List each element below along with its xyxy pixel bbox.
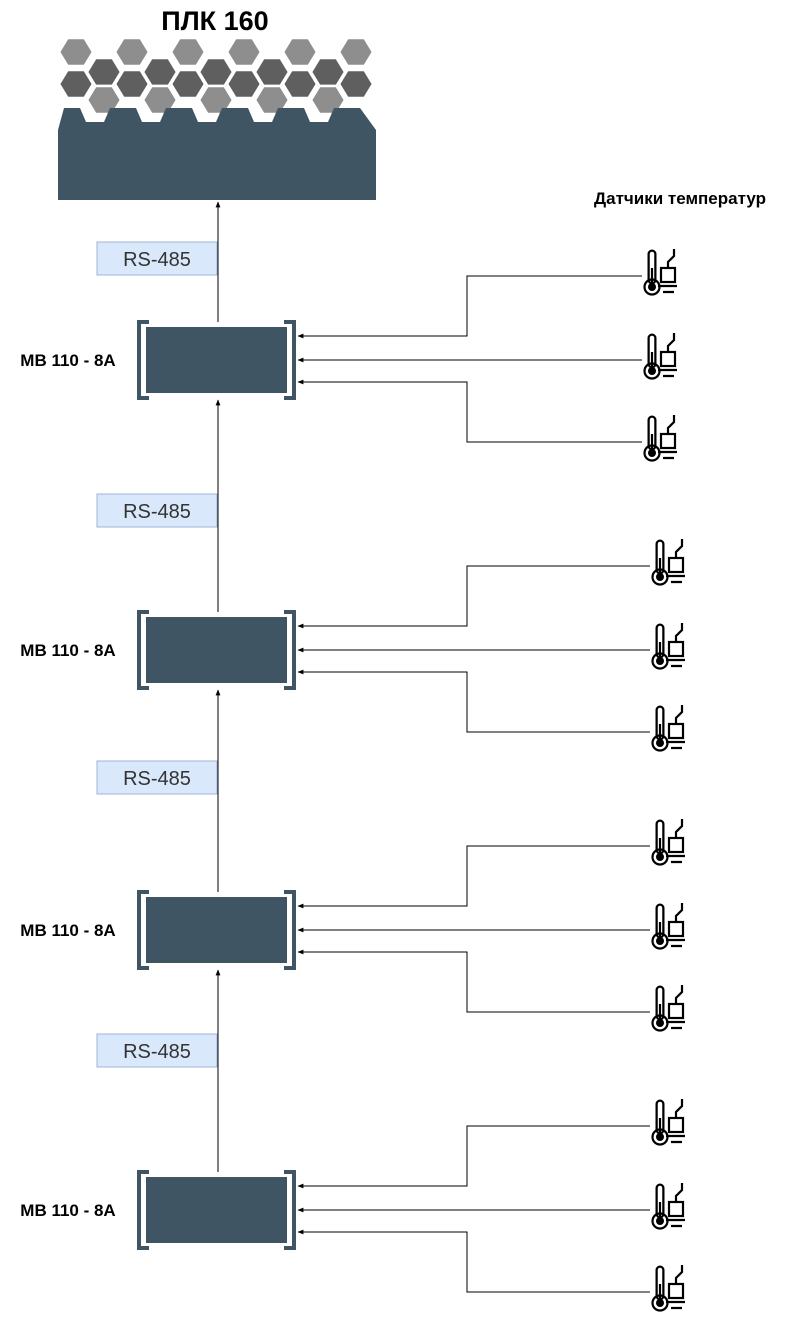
thermometer-sensor-icon xyxy=(651,985,685,1032)
plc-hex-cell xyxy=(281,68,319,100)
rs485-label: RS-485 xyxy=(96,241,218,276)
plc-body xyxy=(58,108,376,200)
rs485-label: RS-485 xyxy=(96,760,218,795)
plc-hex-cell xyxy=(169,68,207,100)
thermometer-sensor-icon xyxy=(643,333,677,380)
module-bracket-left xyxy=(137,1170,149,1250)
module-body xyxy=(146,617,287,683)
module-body xyxy=(146,1177,287,1243)
module-label: МВ 110 - 8А xyxy=(20,351,115,370)
module-body xyxy=(146,897,287,963)
plc-hex-pattern xyxy=(57,36,375,116)
thermometer-sensor-icon xyxy=(651,705,685,752)
sensor-wire xyxy=(297,949,650,1013)
plc-hex-cell xyxy=(113,68,151,100)
thermometer-sensor-icon xyxy=(643,415,677,462)
module-bracket-left xyxy=(137,320,149,400)
plc-hex-cell xyxy=(225,36,263,68)
module-bracket-right xyxy=(284,320,296,400)
rs485-label-text: RS-485 xyxy=(123,1041,191,1063)
io-module-1: RS-485 МВ 110 - 8А xyxy=(20,201,677,462)
thermometer-sensor-icon xyxy=(651,903,685,950)
plc-hex-cell xyxy=(113,36,151,68)
plc-hex-cell xyxy=(225,68,263,100)
plc-hex-cell xyxy=(169,36,207,68)
plc-hex-cell xyxy=(57,68,95,100)
sensor-wire xyxy=(297,379,642,443)
module-bracket-left xyxy=(137,610,149,690)
plc-hex-cell xyxy=(57,36,95,68)
io-module-4: RS-485 МВ 110 - 8А xyxy=(20,969,685,1312)
sensor-wire xyxy=(297,275,642,339)
module-label: МВ 110 - 8А xyxy=(20,641,115,660)
plc-hex-cell xyxy=(337,36,375,68)
rs485-label: RS-485 xyxy=(96,493,218,528)
module-bracket-right xyxy=(284,890,296,970)
module-label: МВ 110 - 8А xyxy=(20,1201,115,1220)
sensor-wire xyxy=(297,565,650,629)
thermometer-sensor-icon xyxy=(643,249,677,296)
thermometer-sensor-icon xyxy=(651,1183,685,1230)
thermometer-sensor-icon xyxy=(651,819,685,866)
thermometer-sensor-icon xyxy=(651,539,685,586)
plc-device: ПЛК 160 xyxy=(57,6,376,200)
module-label: МВ 110 - 8А xyxy=(20,921,115,940)
sensor-wire xyxy=(297,1229,650,1293)
io-module-3: RS-485 МВ 110 - 8А xyxy=(20,689,685,1032)
thermometer-sensor-icon xyxy=(651,1099,685,1146)
module-body xyxy=(146,327,287,393)
module-bracket-left xyxy=(137,890,149,970)
plc-title: ПЛК 160 xyxy=(161,6,268,36)
rs485-label-text: RS-485 xyxy=(123,768,191,790)
thermometer-sensor-icon xyxy=(651,623,685,670)
rs485-label-text: RS-485 xyxy=(123,501,191,523)
module-bracket-right xyxy=(284,1170,296,1250)
thermometer-sensor-icon xyxy=(651,1265,685,1312)
sensor-wire xyxy=(297,845,650,909)
plc-hex-cell xyxy=(337,68,375,100)
rs485-label: RS-485 xyxy=(96,1033,218,1068)
module-bracket-right xyxy=(284,610,296,690)
sensor-wire xyxy=(297,669,650,733)
io-module-2: RS-485 МВ 110 - 8А xyxy=(20,399,685,752)
plc-hex-cell xyxy=(281,36,319,68)
sensor-wire xyxy=(297,1125,650,1189)
sensors-title: Датчики температур xyxy=(594,189,766,208)
rs485-label-text: RS-485 xyxy=(123,249,191,271)
